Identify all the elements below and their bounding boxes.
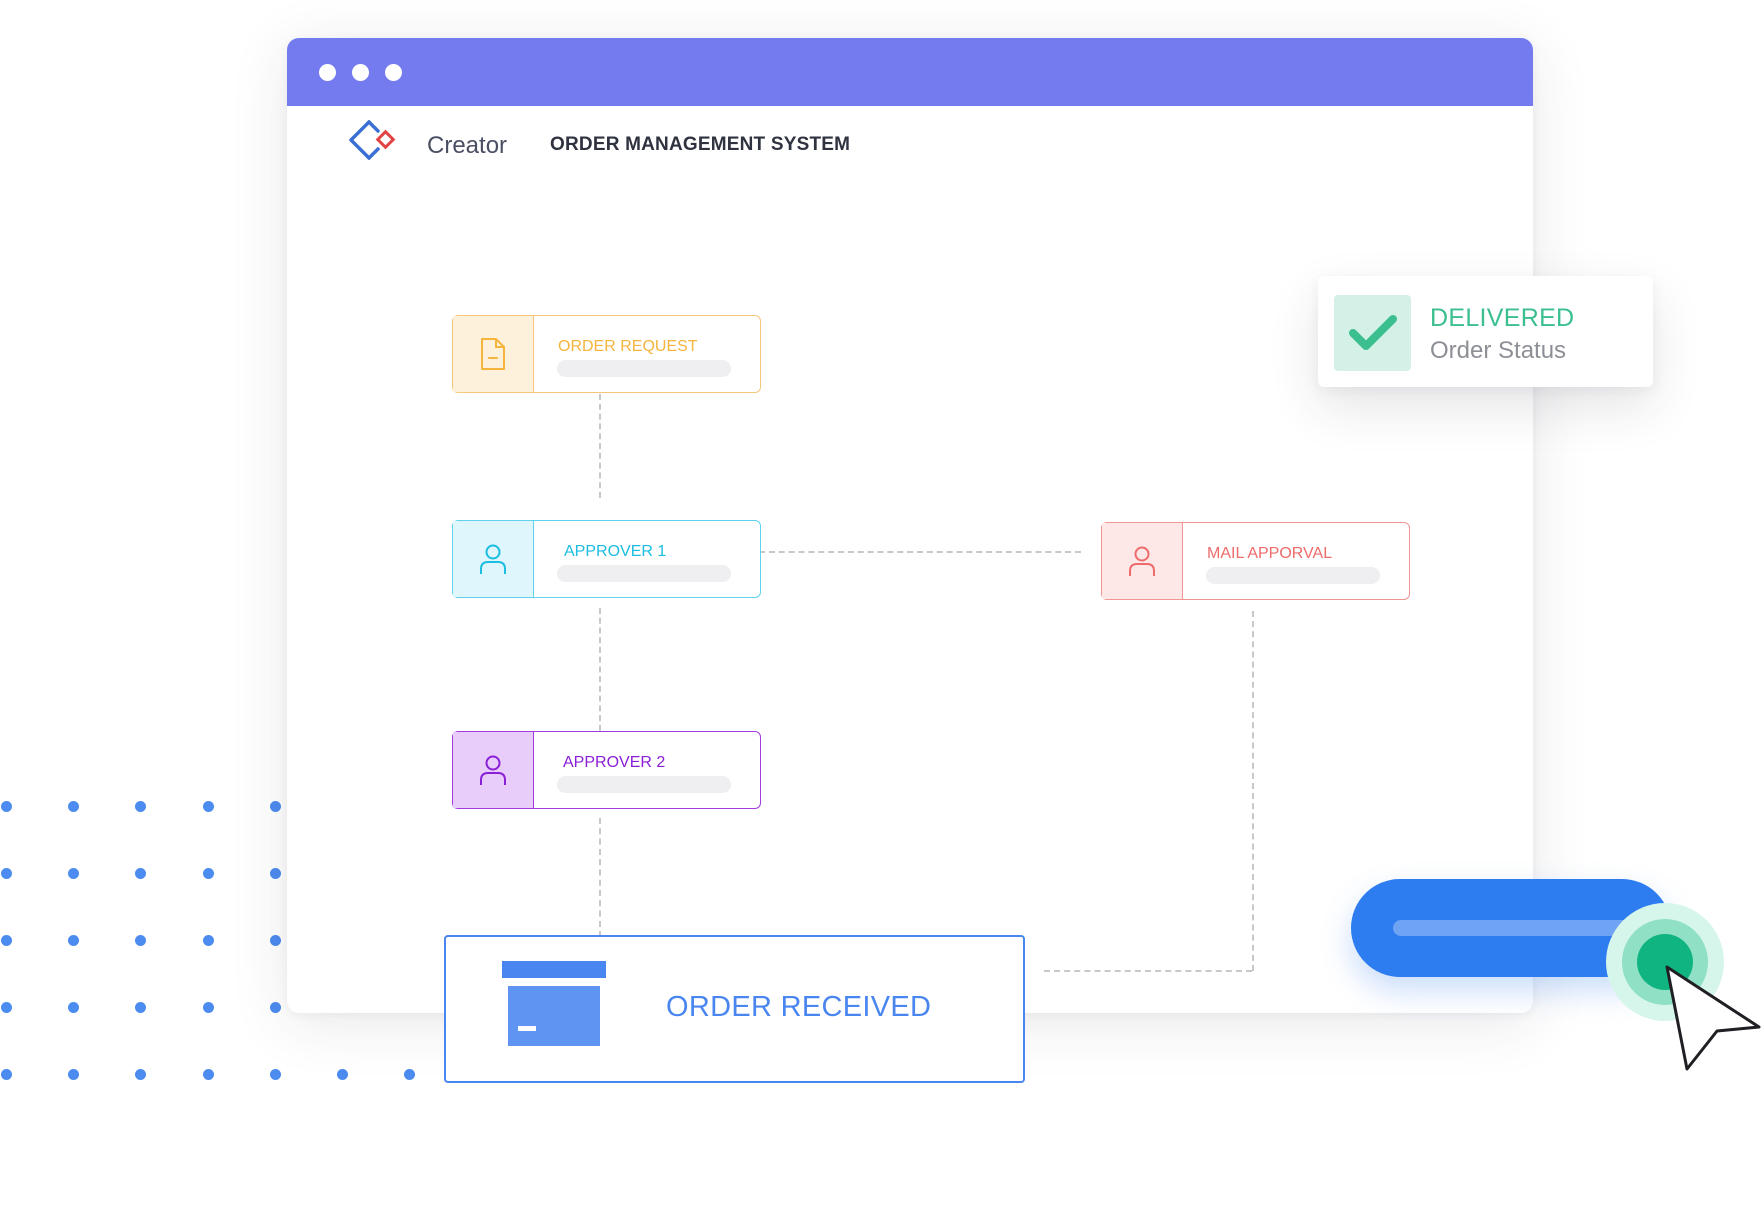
user-icon [480, 544, 506, 574]
decorative-dot [135, 801, 146, 812]
decorative-dot [135, 935, 146, 946]
connector-request-approver1 [599, 394, 601, 498]
window-dot-3 [385, 64, 402, 81]
document-icon [481, 338, 505, 370]
order-received-label: ORDER RECEIVED [666, 991, 932, 1023]
toggle-track [1393, 920, 1633, 936]
connector-approver1-mail [759, 551, 1081, 553]
creator-logo-icon [349, 120, 396, 160]
decorative-dot [270, 1069, 281, 1080]
connector-approver2-received [599, 818, 601, 968]
order-request-label: ORDER REQUEST [558, 338, 698, 355]
mail-approval-placeholder-bar [1206, 567, 1380, 584]
connector-mail-received [1252, 611, 1254, 971]
approver-2-label: APPROVER 2 [563, 754, 666, 771]
approver-1-placeholder-bar [557, 565, 731, 582]
order-request-placeholder-bar [557, 360, 731, 377]
order-request-icon-cell [453, 316, 534, 392]
checkmark-icon [1348, 315, 1397, 350]
connector-mail-received-horizontal [1044, 970, 1252, 972]
decorative-dot [68, 935, 79, 946]
node-approver-1[interactable]: APPROVER 1 [452, 520, 761, 598]
decorative-dot [203, 935, 214, 946]
app-name: Creator [427, 132, 508, 159]
connector-approver1-approver2 [599, 608, 601, 760]
decorative-dot [203, 1069, 214, 1080]
app-window: Creator ORDER MANAGEMENT SYSTEM ORDER RE… [287, 38, 1533, 1013]
decorative-dot [1, 1002, 12, 1013]
node-approver-2[interactable]: APPROVER 2 [452, 731, 761, 809]
decorative-dot [203, 1002, 214, 1013]
page-title: ORDER MANAGEMENT SYSTEM [550, 134, 851, 155]
decorative-dot [337, 1069, 348, 1080]
decorative-dot [270, 935, 281, 946]
decorative-dot [1, 801, 12, 812]
approver-1-icon-cell [453, 521, 534, 597]
decorative-dot [404, 1069, 415, 1080]
mail-approval-icon-cell [1102, 523, 1183, 599]
decorative-dot [68, 1002, 79, 1013]
node-mail-approval[interactable]: MAIL APPORVAL [1101, 522, 1410, 600]
status-title: DELIVERED [1430, 304, 1575, 332]
user-icon [1129, 546, 1155, 576]
window-titlebar [287, 38, 1533, 106]
decorative-dot [270, 801, 281, 812]
decorative-dot [203, 868, 214, 879]
approver-1-label: APPROVER 1 [564, 543, 667, 560]
mail-approval-label: MAIL APPORVAL [1207, 545, 1333, 562]
status-subtitle: Order Status [1430, 337, 1567, 364]
decorative-dot [1, 1069, 12, 1080]
decorative-dot [68, 801, 79, 812]
mouse-cursor-icon [1665, 965, 1761, 1071]
decorative-dot [1, 868, 12, 879]
user-icon [480, 755, 506, 785]
decorative-dot [203, 801, 214, 812]
window-dot-1 [319, 64, 336, 81]
box-icon [502, 961, 606, 1046]
node-order-received[interactable]: ORDER RECEIVED [444, 935, 1025, 1083]
decorative-dot [135, 1002, 146, 1013]
decorative-dot [135, 1069, 146, 1080]
decorative-dot-grid [0, 798, 482, 1080]
decorative-dot [270, 1002, 281, 1013]
approver-2-icon-cell [453, 732, 534, 808]
approver-2-placeholder-bar [557, 776, 731, 793]
decorative-dot [68, 1069, 79, 1080]
decorative-dot [135, 868, 146, 879]
window-dot-2 [352, 64, 369, 81]
decorative-dot [270, 868, 281, 879]
decorative-dot [68, 868, 79, 879]
status-check-box [1334, 295, 1411, 371]
node-order-request[interactable]: ORDER REQUEST [452, 315, 761, 393]
decorative-dot [1, 935, 12, 946]
order-status-card: DELIVERED Order Status [1318, 276, 1653, 387]
